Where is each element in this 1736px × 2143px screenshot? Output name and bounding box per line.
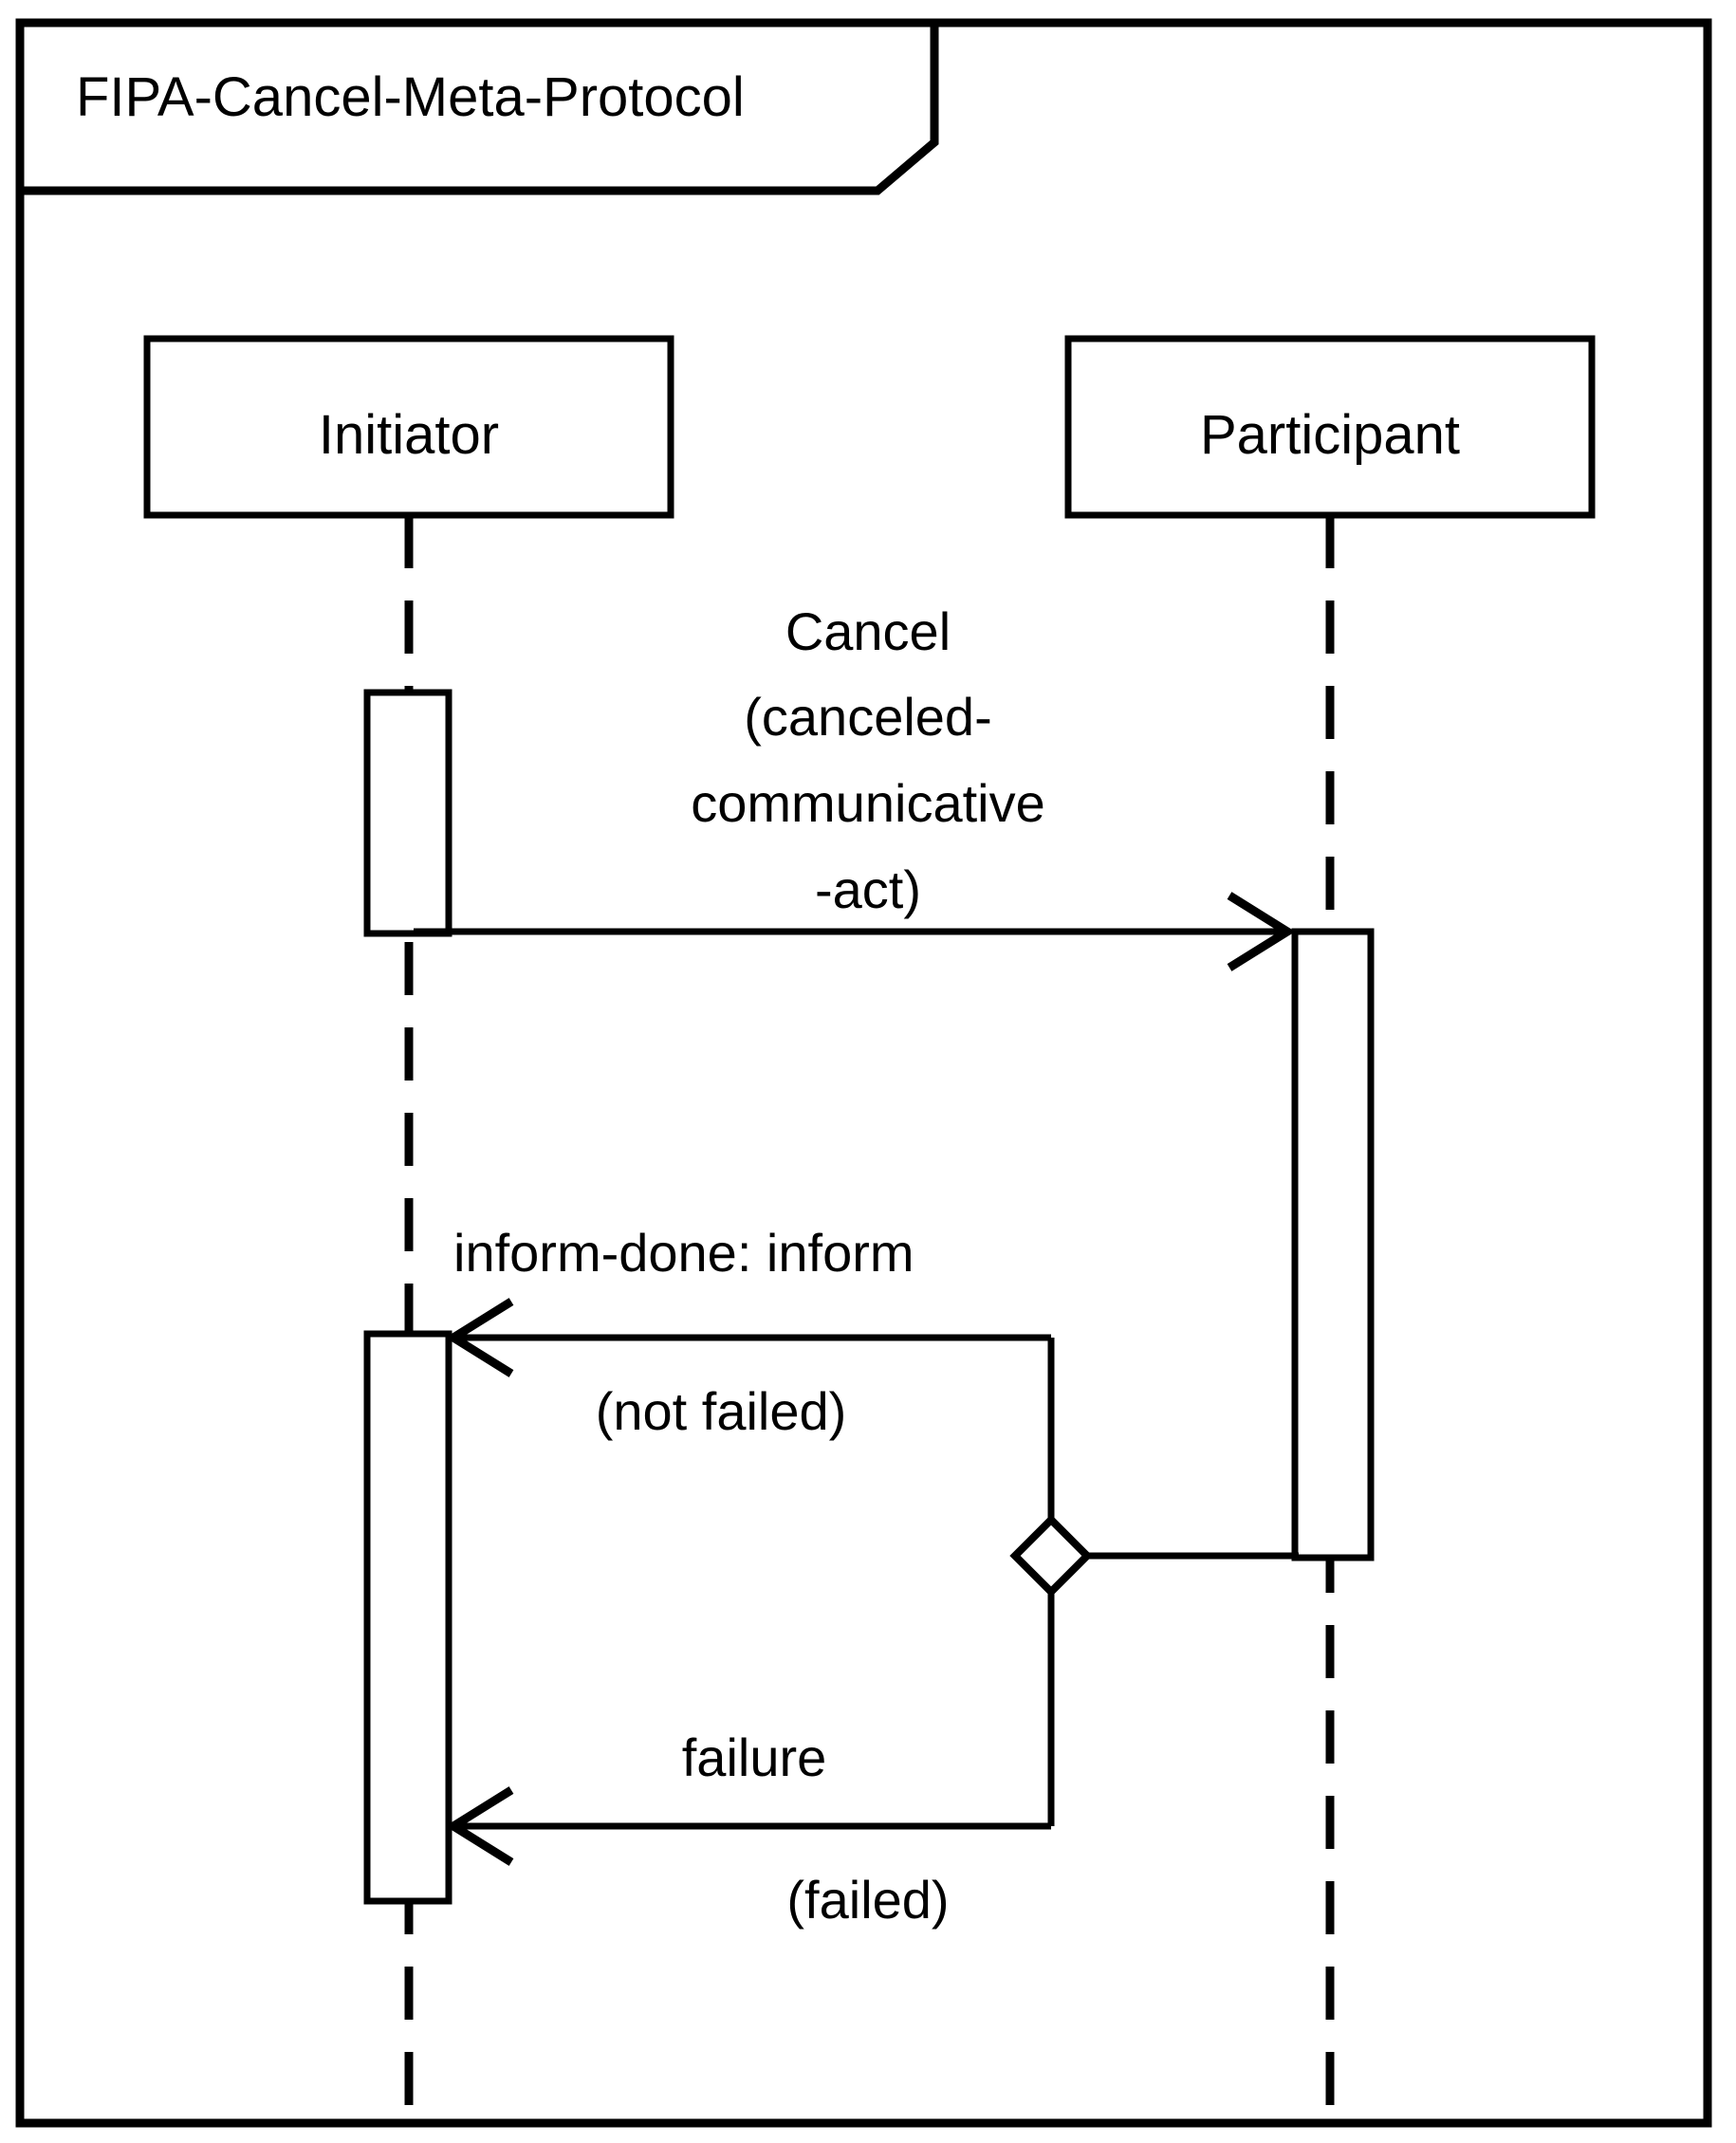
activation-bar-participant[interactable]	[1291, 928, 1375, 1561]
message-label-inform-done: inform-done: inform	[453, 1223, 914, 1283]
message-arrowhead-inform-done	[445, 1298, 514, 1377]
lifeline-name-participant: Participant	[1200, 404, 1460, 466]
message-label-failure: failure	[682, 1727, 827, 1787]
decision-diamond[interactable]	[1009, 1514, 1093, 1598]
lifeline-head-participant[interactable]	[1064, 335, 1596, 519]
lifeline-name-initiator: Initiator	[319, 404, 499, 466]
message-guard-not-failed: (not failed)	[596, 1381, 847, 1441]
lifeline-head-initiator[interactable]	[143, 335, 674, 519]
activation-bar-initiator-1[interactable]	[363, 689, 452, 937]
message-label-cancel-line-1: Cancel	[785, 601, 951, 661]
message-arrowhead-cancel	[1227, 892, 1296, 971]
message-guard-failed: (failed)	[786, 1870, 949, 1930]
activation-bar-initiator-2[interactable]	[363, 1330, 452, 1905]
message-label-cancel-line-3: communicative	[691, 773, 1044, 833]
frame-label-pentagon	[15, 18, 939, 195]
message-arrowhead-failure	[445, 1786, 514, 1866]
frame-label-text: FIPA-Cancel-Meta-Protocol	[76, 66, 745, 128]
message-label-cancel-line-2: (canceled-	[744, 687, 991, 747]
message-label-cancel-line-4: -act)	[815, 859, 921, 919]
